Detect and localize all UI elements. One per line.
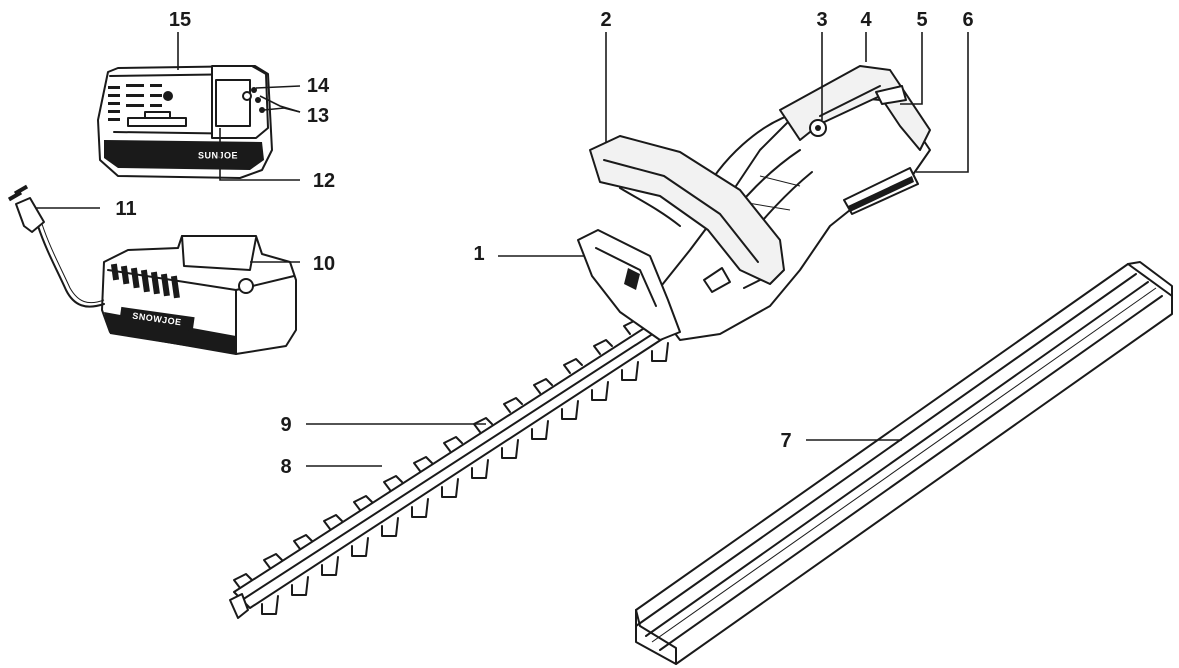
trigger-switch: [875, 85, 907, 105]
callout-numbers: 1 2 3 4 5 6 7 8 9 10 11 12 13 14 15: [115, 9, 973, 478]
callout-9: 9: [280, 414, 291, 436]
hand-guard: [577, 229, 681, 341]
callout-2: 2: [600, 9, 611, 31]
lock-off-button: [809, 119, 827, 137]
battery-charger: SNOWJOE: [101, 235, 297, 355]
leader-14: [255, 85, 301, 89]
battery-charge-indicator-leds: [251, 87, 265, 113]
callout-8: 8: [280, 456, 291, 478]
trimmer-blade: [229, 317, 677, 619]
charger-brand-label: SNOWJOE: [119, 306, 195, 332]
callout-15: 15: [169, 9, 191, 31]
leader-5: [900, 32, 923, 105]
leader-12: [219, 128, 300, 181]
leader-13b: [263, 107, 301, 113]
blade-upper-teeth: [233, 319, 643, 589]
charger-vent-slots: [110, 263, 180, 299]
charger-indicator-led: [238, 278, 254, 294]
leader-6: [916, 32, 969, 173]
battery-power-button: [242, 91, 252, 101]
blade-tip-guard: [229, 593, 249, 619]
callout-7: 7: [780, 430, 791, 452]
callout-4: 4: [860, 9, 872, 31]
front-handle: [589, 135, 785, 285]
callout-11: 11: [115, 198, 136, 220]
trimmer-body: [577, 65, 931, 341]
callout-6: 6: [962, 9, 973, 31]
battery-port: [843, 167, 919, 215]
callout-12: 12: [313, 170, 335, 192]
callout-10: 10: [313, 253, 335, 275]
callout-13: 13: [307, 105, 329, 127]
callout-14: 14: [307, 75, 330, 97]
battery-brand-text: SUNJOE: [198, 151, 238, 161]
battery-brand-label: SUNJOE: [190, 148, 246, 162]
callout-3: 3: [816, 9, 827, 31]
battery-release-button: [211, 65, 269, 139]
callout-1: 1: [473, 243, 484, 265]
leader-lines: [36, 32, 969, 467]
power-plug: [7, 184, 45, 233]
battery-pack: SUNJOE: [97, 65, 273, 179]
blade-lower-teeth: [261, 342, 669, 615]
callout-5: 5: [916, 9, 927, 31]
blade-scabbard: [635, 261, 1173, 665]
power-cord: [7, 184, 105, 308]
battery-terminal-rails: [108, 84, 173, 121]
